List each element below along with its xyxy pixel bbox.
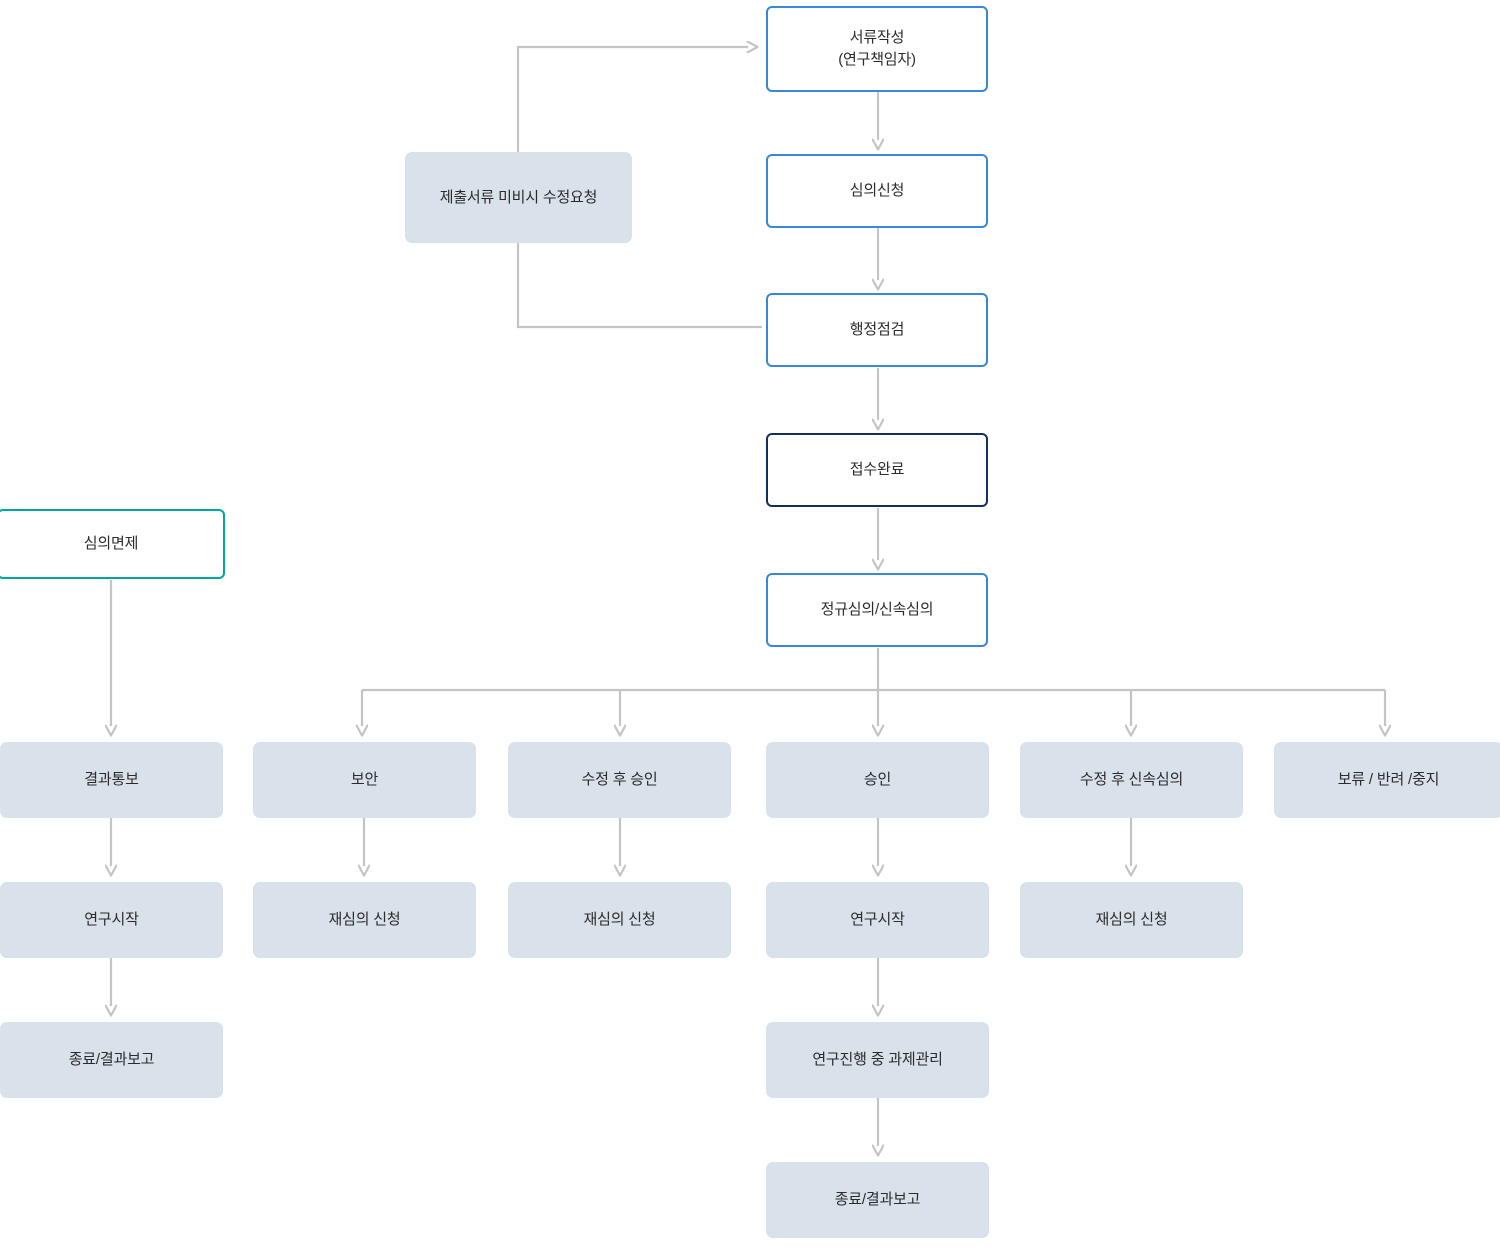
node-admin-check[interactable]: 행정점검 [766, 293, 988, 367]
node-review-type-label: 정규심의/신속심의 [820, 601, 934, 619]
edge-admincheck-to-revision [516, 243, 762, 329]
node-review-request[interactable]: 심의신청 [766, 154, 988, 228]
node-security[interactable]: 보안 [253, 742, 476, 818]
node-security-label: 보안 [350, 771, 379, 789]
node-reexamine-3[interactable]: 재심의 신청 [1020, 882, 1243, 958]
node-reexamine-1-label: 재심의 신청 [328, 911, 401, 929]
node-admin-check-label: 행정점검 [849, 321, 905, 339]
node-expedite-after-mod-label: 수정 후 신속심의 [1079, 771, 1184, 789]
node-reexamine-2[interactable]: 재심의 신청 [508, 882, 731, 958]
node-expedite-after-mod[interactable]: 수정 후 신속심의 [1020, 742, 1243, 818]
node-ongoing-mgmt-label: 연구진행 중 과제관리 [812, 1051, 943, 1069]
node-doc-prep-line1: 서류작성 [849, 29, 905, 47]
node-result-notice[interactable]: 결과통보 [0, 742, 223, 818]
node-hold-return-stop[interactable]: 보류 / 반려 /중지 [1274, 742, 1500, 818]
node-start-research-2-label: 연구시작 [850, 911, 905, 929]
node-review-type[interactable]: 정규심의/신속심의 [766, 573, 988, 647]
node-reexamine-1[interactable]: 재심의 신청 [253, 882, 476, 958]
node-final-report-1-label: 종료/결과보고 [68, 1051, 155, 1069]
node-review-request-label: 심의신청 [849, 182, 905, 200]
node-exempt-label: 심의면제 [83, 535, 139, 553]
node-doc-prep[interactable]: 서류작성 (연구책임자) [766, 6, 988, 92]
node-start-research-1-label: 연구시작 [84, 911, 139, 929]
node-final-report-1[interactable]: 종료/결과보고 [0, 1022, 223, 1098]
node-hold-return-stop-label: 보류 / 반려 /중지 [1337, 771, 1440, 789]
edge-revision-to-docprep [516, 47, 748, 152]
node-doc-prep-line2: (연구책임자) [838, 51, 916, 68]
node-final-report-2[interactable]: 종료/결과보고 [766, 1162, 989, 1238]
node-final-report-2-label: 종료/결과보고 [834, 1191, 921, 1209]
node-reexamine-3-label: 재심의 신청 [1095, 911, 1168, 929]
node-approve-after-mod[interactable]: 수정 후 승인 [508, 742, 731, 818]
node-receipt-done[interactable]: 접수완료 [766, 433, 988, 507]
node-exempt[interactable]: 심의면제 [0, 509, 225, 579]
node-approve-label: 승인 [863, 771, 892, 789]
node-reexamine-2-label: 재심의 신청 [583, 911, 656, 929]
node-receipt-done-label: 접수완료 [849, 461, 905, 479]
node-revision-request-label: 제출서류 미비시 수정요청 [439, 188, 598, 206]
node-approve[interactable]: 승인 [766, 742, 989, 818]
node-revision-request[interactable]: 제출서류 미비시 수정요청 [405, 152, 632, 243]
node-start-research-2[interactable]: 연구시작 [766, 882, 989, 958]
node-ongoing-mgmt[interactable]: 연구진행 중 과제관리 [766, 1022, 989, 1098]
node-approve-after-mod-label: 수정 후 승인 [581, 771, 658, 789]
node-result-notice-label: 결과통보 [84, 771, 139, 789]
node-start-research-1[interactable]: 연구시작 [0, 882, 223, 958]
